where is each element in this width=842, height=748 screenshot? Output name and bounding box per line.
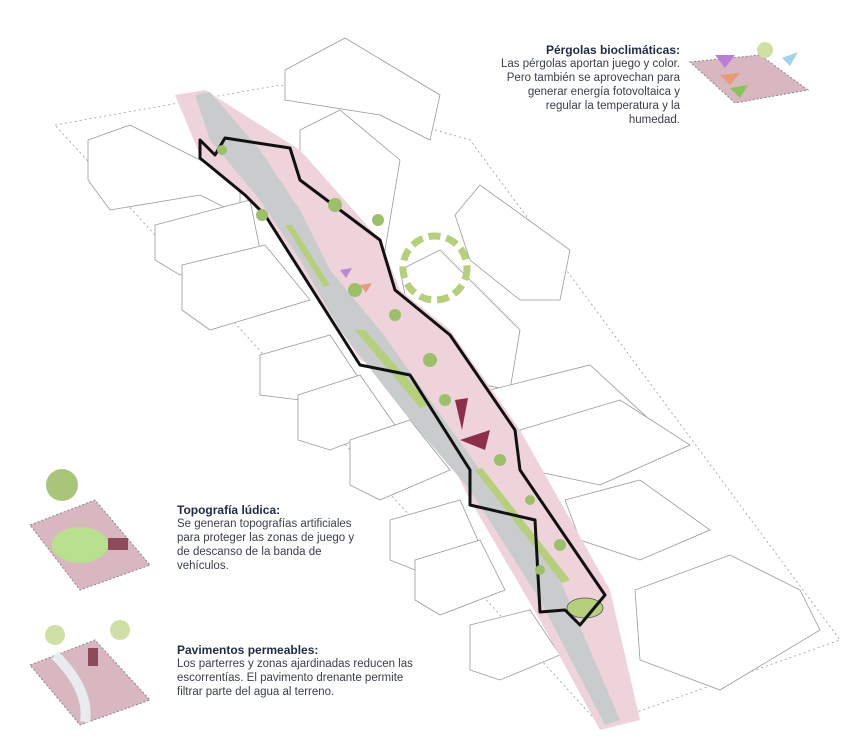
- project-outline: [198, 136, 607, 627]
- topografia-body: Se generan topografías artificiales para…: [177, 518, 355, 572]
- pavimentos-vignette: [29, 620, 151, 726]
- pavimentos-note: Pavimentos permeables: Los parterres y z…: [177, 643, 417, 699]
- pergolas-vignette: [688, 42, 810, 104]
- green-ring: [399, 232, 471, 304]
- pergolas-title: Pérgolas bioclimáticas:: [545, 43, 680, 57]
- pergolas-body: Las pérgolas aportan juego y color. Pero…: [500, 58, 680, 126]
- green-strip: [355, 330, 430, 408]
- green-strip: [475, 468, 570, 583]
- buildings: [87, 37, 821, 691]
- topografia-title: Topografía lúdica:: [177, 503, 281, 517]
- pavimentos-body: Los parterres y zonas ajardinadas reduce…: [177, 658, 413, 698]
- pergolas: [340, 268, 490, 450]
- topografia-vignette: [29, 469, 151, 591]
- topografia-note: Topografía lúdica: Se generan topografía…: [177, 503, 357, 573]
- pavimentos-title: Pavimentos permeables:: [177, 643, 319, 657]
- green-strip: [285, 225, 330, 287]
- site-boundary: [54, 84, 841, 726]
- pergolas-note: Pérgolas bioclimáticas: Las pérgolas apo…: [495, 43, 680, 127]
- vegetation: [217, 145, 566, 575]
- roundabout: [566, 597, 604, 619]
